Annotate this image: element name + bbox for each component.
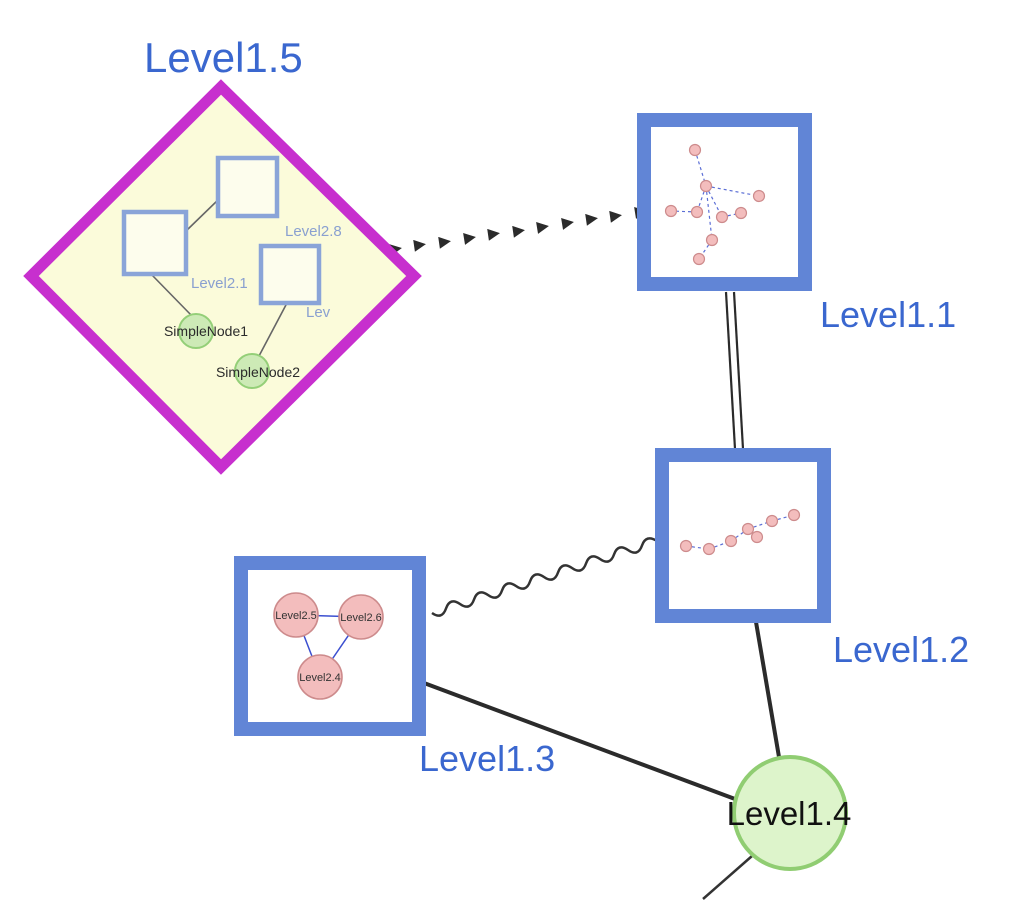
label-level1-3: Level1.3 [419, 738, 555, 779]
inner-node-level2-8[interactable] [215, 155, 280, 219]
edge-level11-to-level12-double [724, 291, 745, 450]
mini-node[interactable] [702, 542, 716, 556]
level1-2-inner-graph [679, 508, 801, 556]
mini-node[interactable] [765, 514, 779, 528]
node-level1-2-group[interactable] [655, 448, 831, 623]
inner-label-lev: Lev [306, 304, 331, 321]
inner-node-level2-1[interactable] [121, 209, 189, 277]
mini-node[interactable] [741, 522, 755, 536]
inner-label-simplenode1: SimpleNode1 [164, 323, 248, 339]
node-level1-3-group[interactable]: Level2.5 Level2.6 Level2.4 [234, 556, 426, 736]
edge-level13-to-level14 [423, 681, 736, 801]
mini-node[interactable] [715, 210, 729, 224]
inner-node-simplenode2[interactable] [234, 353, 270, 389]
node-level1-1-group[interactable] [637, 113, 812, 291]
level1-1-inner-graph [664, 143, 766, 266]
inner-node-level2-6[interactable] [338, 594, 384, 640]
inner-label-level2-1: Level2.1 [191, 275, 248, 292]
level1-3-box [234, 556, 426, 736]
mini-node[interactable] [787, 508, 801, 522]
mini-node[interactable] [679, 539, 693, 553]
inner-label-level2-6: Level2.6 [340, 612, 382, 624]
mini-node[interactable] [688, 143, 702, 157]
inner-node-level2-5[interactable] [273, 592, 319, 638]
mini-node[interactable] [690, 205, 704, 219]
mini-node[interactable] [734, 206, 748, 220]
label-level1-1: Level1.1 [820, 294, 956, 335]
inner-label-level2-8: Level2.8 [285, 223, 342, 240]
level1-4-circle [732, 755, 848, 871]
inner-edge-sq2-sq1 [185, 198, 220, 232]
inner-label-level2-4: Level2.4 [299, 672, 341, 684]
inner-node-simplenode1[interactable] [178, 313, 214, 349]
inner-node-level2-x[interactable] [258, 243, 322, 306]
level1-3-inner-graph: Level2.5 Level2.6 Level2.4 [273, 592, 384, 700]
label-level1-2: Level1.2 [833, 629, 969, 670]
inner-label-level2-5: Level2.5 [275, 610, 317, 622]
mini-node[interactable] [705, 233, 719, 247]
diamond-shape [23, 79, 422, 475]
edge-level12-to-level14 [754, 621, 781, 758]
mini-node[interactable] [699, 179, 713, 193]
mini-node[interactable] [750, 530, 764, 544]
mini-node[interactable] [664, 204, 678, 218]
level1-1-box [637, 113, 812, 291]
edge-level15-to-level11-dashed-arrow [389, 207, 647, 256]
inner-edge-sq3-simplenode2 [258, 302, 288, 357]
inner-label-simplenode2: SimpleNode2 [216, 364, 300, 380]
label-level1-5: Level1.5 [144, 34, 303, 81]
mini-node[interactable] [692, 252, 706, 266]
label-level1-4: Level1.4 [727, 795, 852, 832]
node-level1-5-group[interactable]: Level2.8 Level2.1 Lev SimpleNode1 Simple… [23, 79, 422, 475]
edge-level12-to-level13-wavy [431, 537, 658, 617]
mini-node[interactable] [724, 534, 738, 548]
mini-node[interactable] [752, 189, 766, 203]
inner-node-level2-4[interactable] [297, 654, 343, 700]
edge-level14-offscreen [702, 855, 753, 900]
level1-2-box [655, 448, 831, 623]
node-level1-4[interactable]: Level1.4 [727, 755, 852, 871]
inner-edge-sq2-simplenode1 [150, 273, 193, 317]
